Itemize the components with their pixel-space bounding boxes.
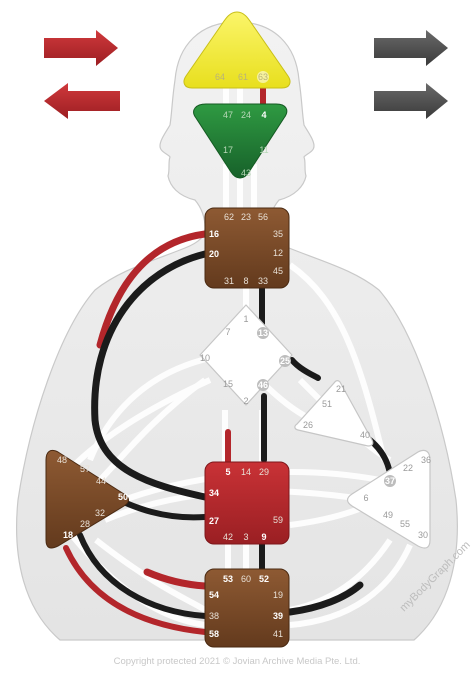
g-center: 1 7 13 10 25 15 46 2 (199, 304, 293, 406)
gate-42: 42 (223, 532, 233, 542)
gate-12: 12 (273, 248, 283, 258)
gate-48: 48 (57, 455, 67, 465)
gate-23: 23 (241, 212, 251, 222)
gate-61: 61 (238, 72, 248, 82)
gate-2: 2 (243, 396, 248, 406)
gate-31: 31 (224, 276, 234, 286)
gate-58: 58 (209, 629, 219, 639)
gate-59: 59 (273, 515, 283, 525)
left-top-arrow (44, 30, 118, 66)
gate-6: 6 (363, 493, 368, 503)
gate-25: 25 (280, 356, 290, 366)
gate-35: 35 (273, 229, 283, 239)
head-center: 64 61 63 (183, 11, 291, 89)
gate-4: 4 (261, 110, 266, 120)
gate-41: 41 (273, 629, 283, 639)
gate-5: 5 (225, 467, 230, 477)
gate-52: 52 (259, 574, 269, 584)
gate-56: 56 (258, 212, 268, 222)
gate-40: 40 (360, 430, 370, 440)
gate-3: 3 (243, 532, 248, 542)
gate-33: 33 (258, 276, 268, 286)
right-top-arrow (374, 30, 448, 66)
throat-center: 62 23 56 16 35 20 12 45 31 8 33 (204, 207, 290, 289)
sacral-center: 5 14 29 34 27 59 42 3 9 (204, 461, 290, 545)
gate-46: 46 (258, 380, 268, 390)
gate-8: 8 (243, 276, 248, 286)
root-center: 53 60 52 54 19 38 39 58 41 (204, 568, 290, 648)
gate-15: 15 (223, 379, 233, 389)
gate-21: 21 (336, 384, 346, 394)
channel-39-55-black (286, 581, 364, 616)
gate-28: 28 (80, 519, 90, 529)
gate-55: 55 (400, 519, 410, 529)
gate-36: 36 (421, 455, 431, 465)
gate-16: 16 (209, 229, 219, 239)
gate-18: 18 (63, 530, 73, 540)
gate-54: 54 (209, 590, 219, 600)
gate-53: 53 (223, 574, 233, 584)
gate-1: 1 (243, 314, 248, 324)
gate-7: 7 (225, 327, 230, 337)
gate-63: 63 (258, 72, 268, 82)
copyright-text: Copyright protected 2021 © Jovian Archiv… (113, 656, 361, 667)
gate-22: 22 (403, 463, 413, 473)
gate-24: 24 (241, 110, 251, 120)
gate-30: 30 (418, 530, 428, 540)
gate-27: 27 (209, 516, 219, 526)
gate-49: 49 (383, 510, 393, 520)
gate-29: 29 (259, 467, 269, 477)
left-bottom-arrow (44, 83, 120, 119)
gate-19: 19 (273, 590, 283, 600)
gate-45: 45 (273, 266, 283, 276)
ajna-center: 47 24 4 17 11 43 (193, 103, 288, 179)
gate-14: 14 (241, 467, 251, 477)
gate-37: 37 (385, 476, 395, 486)
gate-64: 64 (215, 72, 225, 82)
gate-32: 32 (95, 508, 105, 518)
gate-39: 39 (273, 611, 283, 621)
spleen-center: 48 57 44 50 32 28 18 (45, 449, 129, 549)
gate-44: 44 (96, 476, 106, 486)
channel-20-34-black (91, 250, 209, 501)
gate-9: 9 (261, 532, 266, 542)
channel-16-48-red (96, 230, 209, 349)
gate-51: 51 (322, 399, 332, 409)
channel-18-58-red (63, 545, 208, 635)
heart-center: 21 51 26 40 (294, 380, 374, 447)
gate-38: 38 (209, 611, 219, 621)
gate-57: 57 (80, 464, 90, 474)
gate-10: 10 (200, 353, 210, 363)
gate-50: 50 (118, 492, 128, 502)
gate-17: 17 (223, 145, 233, 155)
gate-26: 26 (303, 420, 313, 430)
right-bottom-arrow (374, 83, 448, 119)
channel-28-38-black (77, 532, 208, 619)
gate-13: 13 (258, 328, 268, 338)
channel-25-51-black (289, 357, 321, 381)
gate-60: 60 (241, 574, 251, 584)
channel-53-42-red (143, 568, 209, 590)
solar-plexus-center: 36 22 37 6 49 55 30 (346, 449, 431, 549)
gate-34: 34 (209, 488, 219, 498)
gate-62: 62 (224, 212, 234, 222)
gate-11: 11 (259, 145, 268, 155)
gate-43: 43 (241, 168, 251, 178)
gate-20: 20 (209, 249, 219, 259)
gate-47: 47 (223, 110, 233, 120)
